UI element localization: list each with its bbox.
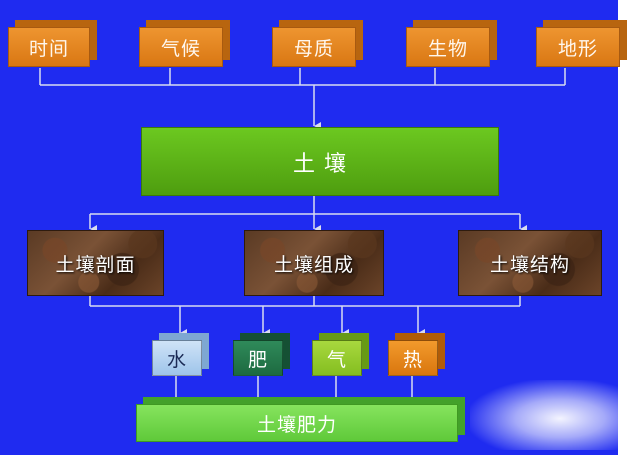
property-label-structure: 土壤结构 xyxy=(489,253,570,276)
factor-label-time: 时间 xyxy=(28,37,69,60)
element-box-heat: 热 xyxy=(388,340,438,376)
fertility-label: 土壤肥力 xyxy=(256,413,337,436)
property-box-composition: 土壤组成 xyxy=(244,230,384,296)
property-label-composition: 土壤组成 xyxy=(273,253,354,276)
factor-box-organism: 生物 xyxy=(406,27,490,67)
element-label-heat: 热 xyxy=(402,348,423,371)
factor-box-climate: 气候 xyxy=(139,27,223,67)
property-label-profile: 土壤剖面 xyxy=(55,253,136,276)
element-label-fertilizer: 肥 xyxy=(247,348,268,371)
element-label-air: 气 xyxy=(326,348,347,371)
factor-label-terrain: 地形 xyxy=(557,37,598,60)
element-box-water: 水 xyxy=(152,340,202,376)
property-box-structure: 土壤结构 xyxy=(458,230,602,296)
element-box-fertilizer: 肥 xyxy=(233,340,283,376)
fertility-box: 土壤肥力 xyxy=(136,404,458,442)
factor-label-climate: 气候 xyxy=(160,37,201,60)
factor-box-terrain: 地形 xyxy=(536,27,620,67)
element-box-air: 气 xyxy=(312,340,362,376)
light-glare xyxy=(470,380,620,450)
element-label-water: 水 xyxy=(166,348,187,371)
soil-box: 土 壤 xyxy=(141,127,499,196)
factor-label-organism: 生物 xyxy=(427,37,468,60)
factor-box-parent-material: 母质 xyxy=(272,27,356,67)
factor-label-parent-material: 母质 xyxy=(293,37,334,60)
property-box-profile: 土壤剖面 xyxy=(27,230,164,296)
soil-label: 土 壤 xyxy=(293,151,347,177)
factor-box-time: 时间 xyxy=(8,27,90,67)
diagram-background xyxy=(0,0,618,455)
